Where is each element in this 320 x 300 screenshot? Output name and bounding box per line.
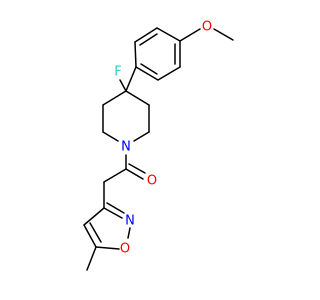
double-bond (140, 63, 158, 75)
isoxazole-oxygen-label: O (120, 242, 130, 257)
double-bond (106, 202, 125, 214)
double-bond (103, 207, 123, 219)
bond (83, 207, 105, 226)
bond (119, 79, 127, 92)
structure-drawing: F O N O N O (83, 20, 234, 271)
bond (157, 66, 181, 81)
molecule-diagram: F O N O N O (83, 19, 234, 271)
bond (102, 131, 119, 142)
double-bond (128, 163, 146, 174)
bond (86, 246, 97, 271)
bond (133, 131, 150, 142)
double-bond (139, 33, 158, 46)
bond (134, 27, 158, 43)
piperidine-nitrogen-label: N (121, 140, 131, 155)
double-bond (89, 222, 102, 243)
bond (102, 90, 127, 106)
isoxazole-nitrogen-label: N (125, 214, 135, 229)
bond (135, 66, 159, 81)
fluorine-atom-label: F (114, 65, 121, 80)
piperidine-ring (102, 90, 150, 142)
bond (179, 28, 201, 42)
carbonyl-oxygen-label: O (147, 174, 157, 189)
bond (125, 66, 137, 92)
double-bond (125, 168, 144, 180)
bond (95, 246, 120, 250)
bond (213, 28, 234, 41)
isoxazole-ring (83, 202, 131, 250)
bond (103, 168, 127, 183)
bond (134, 41, 137, 68)
methoxyphenyl-ring (134, 27, 181, 81)
bond (125, 90, 150, 106)
bond (127, 227, 131, 239)
double-bond (83, 224, 97, 248)
methoxy-oxygen-label: O (202, 20, 212, 35)
bond (156, 27, 181, 42)
